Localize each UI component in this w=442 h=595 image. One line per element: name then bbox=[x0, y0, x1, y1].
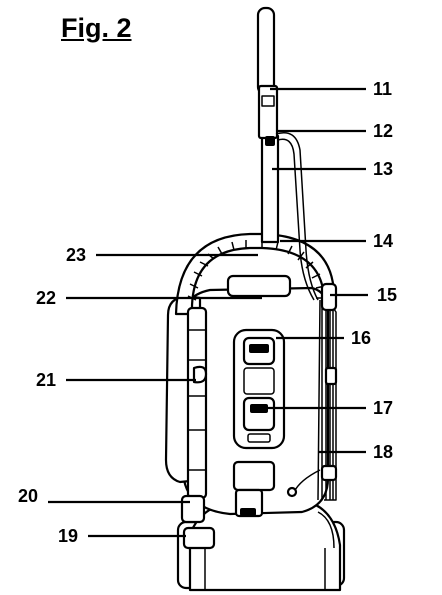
callout-17: 17 bbox=[373, 398, 393, 418]
callout-13: 13 bbox=[373, 159, 393, 179]
power-cord-wrap bbox=[316, 297, 337, 501]
handle-grip bbox=[256, 6, 276, 96]
carry-handle bbox=[226, 274, 292, 298]
handle-tube bbox=[260, 134, 280, 244]
brushroll-switch bbox=[182, 526, 216, 550]
callout-20: 20 bbox=[18, 486, 38, 506]
cord bbox=[275, 132, 319, 301]
callout-15: 15 bbox=[377, 285, 397, 305]
callout-12: 12 bbox=[373, 121, 393, 141]
callout-18: 18 bbox=[373, 442, 393, 462]
callout-21: 21 bbox=[36, 370, 56, 390]
callout-22: 22 bbox=[36, 288, 56, 308]
lower-dust-cup bbox=[232, 460, 276, 492]
lower-cord-hook bbox=[320, 464, 338, 482]
lower-filter-latch bbox=[242, 396, 276, 432]
upper-handle bbox=[257, 84, 279, 140]
hose-clip bbox=[192, 365, 208, 384]
callout-14: 14 bbox=[373, 231, 393, 251]
callout-labels: 11 12 13 14 15 16 17 18 19 20 21 22 23 bbox=[18, 79, 397, 546]
callout-lines bbox=[48, 87, 368, 538]
callout-11: 11 bbox=[373, 79, 392, 99]
callout-23: 23 bbox=[66, 245, 86, 265]
callout-16: 16 bbox=[351, 328, 371, 348]
upper-cord-hook bbox=[320, 282, 338, 312]
callout-19: 19 bbox=[58, 526, 78, 546]
hose-coupler bbox=[180, 494, 206, 524]
figure-title: Fig. 2 bbox=[61, 13, 132, 43]
